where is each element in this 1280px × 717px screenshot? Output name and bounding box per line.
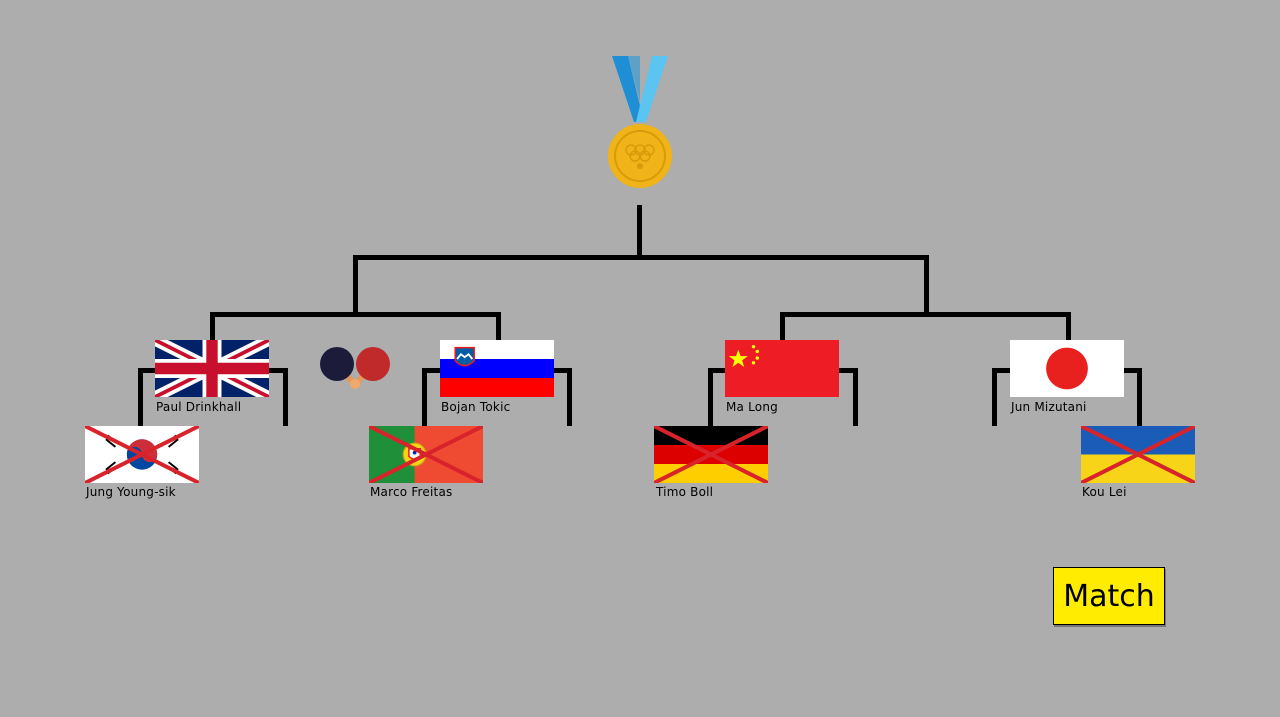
bracket-qf-right-bar bbox=[780, 312, 1071, 317]
south-korea-flag[interactable] bbox=[85, 426, 199, 483]
player-name-ma-long: Ma Long bbox=[726, 400, 778, 414]
bracket-qf-left-bar bbox=[210, 312, 501, 317]
match-button[interactable]: Match bbox=[1053, 567, 1165, 625]
ukraine-flag[interactable] bbox=[1081, 426, 1195, 483]
bracket-semifinal-bar bbox=[353, 255, 929, 260]
bracket-r1-4-right bbox=[1137, 368, 1142, 426]
bracket-semi-right-drop bbox=[924, 255, 929, 315]
bracket-r1-1-right bbox=[283, 368, 288, 426]
player-name-marco-freitas: Marco Freitas bbox=[370, 485, 453, 499]
slovenia-flag[interactable] bbox=[440, 340, 554, 397]
china-flag[interactable] bbox=[725, 340, 839, 397]
player-name-jun-mizutani: Jun Mizutani bbox=[1011, 400, 1087, 414]
bracket-r1-2-left bbox=[422, 368, 427, 426]
uk-flag[interactable] bbox=[155, 340, 269, 397]
bracket-r1-2-right bbox=[567, 368, 572, 426]
player-name-paul-drinkhall: Paul Drinkhall bbox=[156, 400, 242, 414]
bracket-qf-left-drop-b bbox=[496, 312, 501, 342]
germany-flag[interactable] bbox=[654, 426, 768, 483]
player-name-jung-young-sik: Jung Young-sik bbox=[86, 485, 176, 499]
gold-medal-icon bbox=[608, 56, 672, 188]
portugal-flag[interactable] bbox=[369, 426, 483, 483]
bracket-final-stem bbox=[637, 205, 642, 258]
bracket-r1-3-left bbox=[708, 368, 713, 426]
ping-pong-paddles-icon bbox=[320, 347, 390, 389]
japan-flag[interactable] bbox=[1010, 340, 1124, 397]
player-name-bojan-tokic: Bojan Tokic bbox=[441, 400, 511, 414]
bracket-r1-1-left bbox=[138, 368, 143, 426]
bracket-r1-3-right bbox=[853, 368, 858, 426]
bracket-qf-left-drop-a bbox=[210, 312, 215, 342]
bracket-qf-right-drop-a bbox=[780, 312, 785, 342]
bracket-qf-right-drop-b bbox=[1066, 312, 1071, 342]
bracket-r1-4-left bbox=[992, 368, 997, 426]
player-name-timo-boll: Timo Boll bbox=[656, 485, 714, 499]
player-name-kou-lei: Kou Lei bbox=[1082, 485, 1127, 499]
bracket-semi-left-drop bbox=[353, 255, 358, 315]
